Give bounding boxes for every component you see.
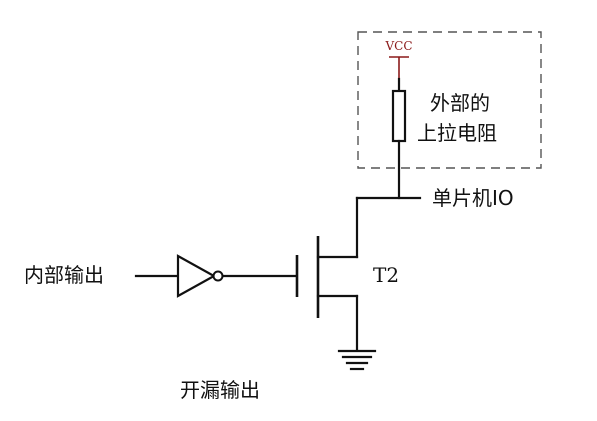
mosfet-t2 [295,236,359,352]
ground-symbol [337,349,377,371]
pullup-label-line2: 上拉电阻 [417,121,497,145]
io-wire [355,196,422,259]
transistor-label: T2 [373,263,399,287]
pullup-resistor [391,77,407,200]
internal-output-label: 内部输出 [24,263,104,287]
vcc-label: VCC [384,39,412,53]
open-drain-caption: 开漏输出 [180,378,260,402]
external-pullup-box [357,31,542,169]
mcu-io-label: 单片机IO [432,186,514,210]
pullup-label-line1: 外部的 [430,91,490,115]
inverter-symbol [176,254,224,298]
vcc-symbol [389,56,409,79]
